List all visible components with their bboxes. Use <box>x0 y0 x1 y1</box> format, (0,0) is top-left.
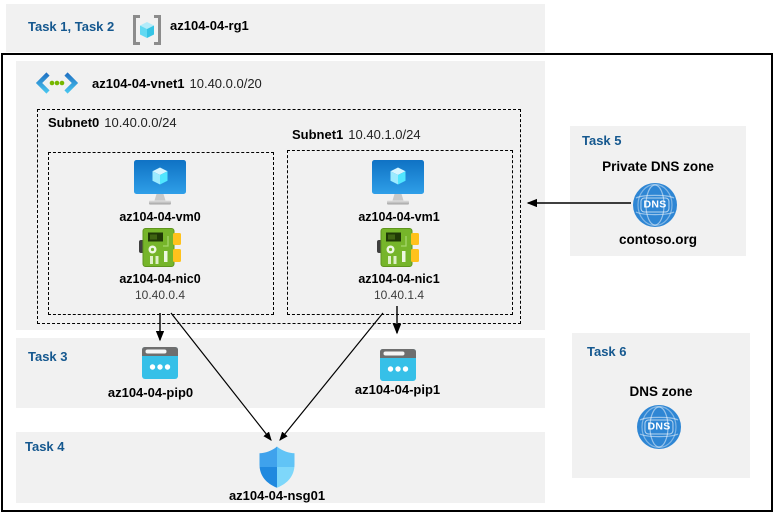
subnets-container-box <box>37 109 521 324</box>
dns-globe-arcs <box>635 183 675 227</box>
nic0-icon <box>139 228 181 267</box>
subnet0-label: Subnet0 10.40.0.0/24 <box>48 114 177 132</box>
subnet0-dashed-box <box>48 152 274 315</box>
subnet1-dashed-box <box>287 150 513 315</box>
vnet-name: az104-04-vnet1 <box>92 76 185 91</box>
nic0-name: az104-04-nic0 <box>119 272 201 286</box>
pip0-icon <box>142 347 178 379</box>
task6-panel: Task 6 DNS zone DNS <box>572 333 750 478</box>
pip1-name: az104-04-pip1 <box>354 382 441 397</box>
task4-label: Task 4 <box>25 439 65 454</box>
task5-panel: Task 5 Private DNS zone DNS contoso.org <box>570 126 746 256</box>
vm1-icon <box>372 160 424 205</box>
lab-boundary-box <box>1 53 773 512</box>
pip0-name: az104-04-pip0 <box>107 385 194 400</box>
nic1-name: az104-04-nic1 <box>358 272 440 286</box>
nsg-name: az104-04-nsg01 <box>228 488 326 503</box>
virtual-network-icon <box>36 72 78 94</box>
task4-panel: Task 4 az104-04-nsg01 <box>16 432 545 503</box>
nic1-ip: 10.40.1.4 <box>373 288 425 302</box>
task5-label: Task 5 <box>582 133 622 148</box>
dns-globe-text-2: DNS <box>644 419 674 435</box>
nic1-icon <box>377 228 419 267</box>
dns-zone-heading: DNS zone <box>629 384 693 399</box>
nsg-shield-icon <box>259 446 295 488</box>
vnet-cidr: 10.40.0.0/20 <box>189 76 262 91</box>
task6-label: Task 6 <box>587 344 627 359</box>
dns-globe-icon-2: DNS <box>637 405 681 449</box>
vnet-panel <box>16 61 545 330</box>
vm0-name: az104-04-vm0 <box>119 210 201 224</box>
dns-globe-icon: DNS <box>633 183 677 227</box>
task3-panel: Task 3 az104-04-pip0 az104-04-pip1 <box>16 338 545 408</box>
vm0-icon <box>134 160 186 205</box>
subnet1-name: Subnet1 <box>292 127 344 142</box>
resource-group-name: az104-04-rg1 <box>170 18 249 33</box>
subnet0-name: Subnet0 <box>48 115 100 130</box>
nic0-ip: 10.40.0.4 <box>134 288 186 302</box>
subnet0-cidr: 10.40.0.0/24 <box>104 115 177 130</box>
vnet-label: az104-04-vnet1 10.40.0.0/20 <box>92 75 262 93</box>
vm1-name: az104-04-vm1 <box>358 210 440 224</box>
task-1-2-label: Task 1, Task 2 <box>28 19 115 34</box>
resource-group-icon <box>133 15 161 45</box>
subnet1-cidr: 10.40.1.0/24 <box>348 127 421 142</box>
private-dns-zone-heading: Private DNS zone <box>602 159 714 174</box>
task-1-2-panel: Task 1, Task 2 az104-04-rg1 <box>6 4 545 52</box>
task3-label: Task 3 <box>28 349 68 364</box>
dns-globe-arcs-2 <box>639 405 679 449</box>
private-dns-zone-name: contoso.org <box>619 232 697 247</box>
dns-globe-text: DNS <box>640 197 670 213</box>
subnet1-label: Subnet1 10.40.1.0/24 <box>292 126 421 144</box>
pip1-icon <box>380 349 416 381</box>
